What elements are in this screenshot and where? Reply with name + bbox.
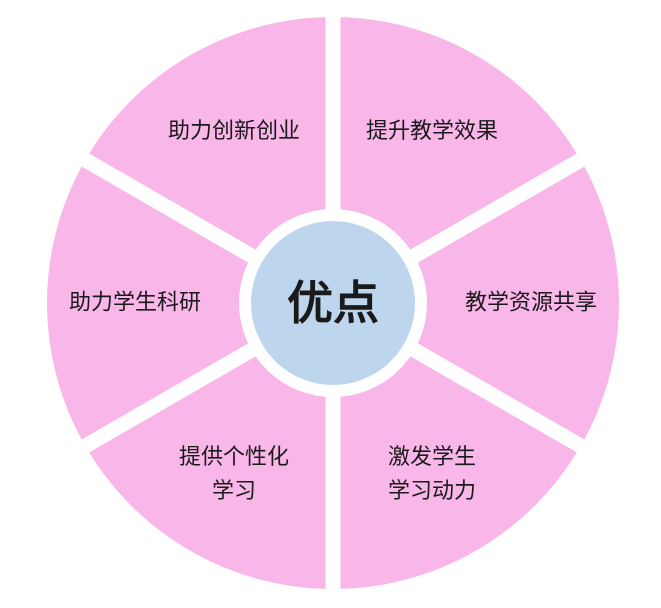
segment-divider [78,342,258,455]
segment-label-3: 激发学生学习动力 [388,445,476,504]
segment-label-line: 教学资源共享 [465,291,597,316]
dividers-layer [78,13,588,593]
segment-label-line: 助力学生科研 [69,291,201,316]
segment-divider [408,342,588,455]
segment-label-6: 助力创新创业 [168,119,300,144]
segment-label-line: 学习 [212,479,256,504]
segment-divider [78,151,258,264]
segment-label-2: 教学资源共享 [465,291,597,316]
segment-label-5: 助力学生科研 [69,291,201,316]
segment-label-line: 激发学生 [388,445,476,470]
segment-label-line: 提供个性化 [179,445,289,470]
segment-label-line: 提升教学效果 [366,119,498,144]
center-label: 优点 [287,276,379,330]
segment-label-line: 学习动力 [388,479,476,504]
segment-divider [408,151,588,264]
center-circle [239,209,427,397]
segment-label-line: 助力创新创业 [168,119,300,144]
segment-label-4: 提供个性化学习 [179,445,289,504]
segment-label-1: 提升教学效果 [366,119,498,144]
